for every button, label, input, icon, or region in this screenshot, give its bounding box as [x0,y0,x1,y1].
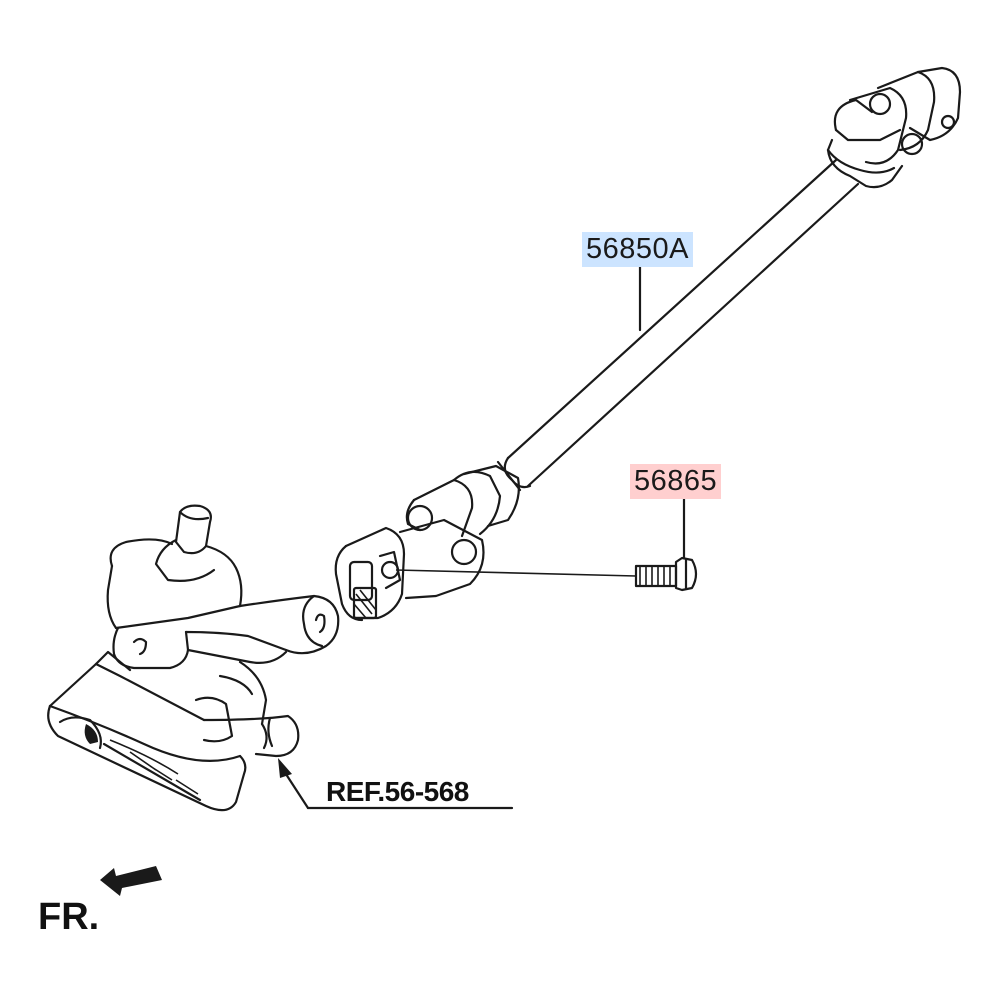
reference-leader [278,758,514,810]
reference-label: REF.56-568 [326,776,469,807]
front-direction-label: FR. [38,896,100,938]
lower-universal-joint [334,464,520,622]
part-number-bolt[interactable]: 56865 [630,464,722,499]
intermediate-shaft [496,158,860,492]
bolt [395,556,698,592]
part-number-intermediate-shaft[interactable]: 56850A [582,232,693,267]
steering-gear-housing [47,504,340,812]
front-direction-arrow [100,866,162,896]
upper-universal-joint [826,66,962,189]
